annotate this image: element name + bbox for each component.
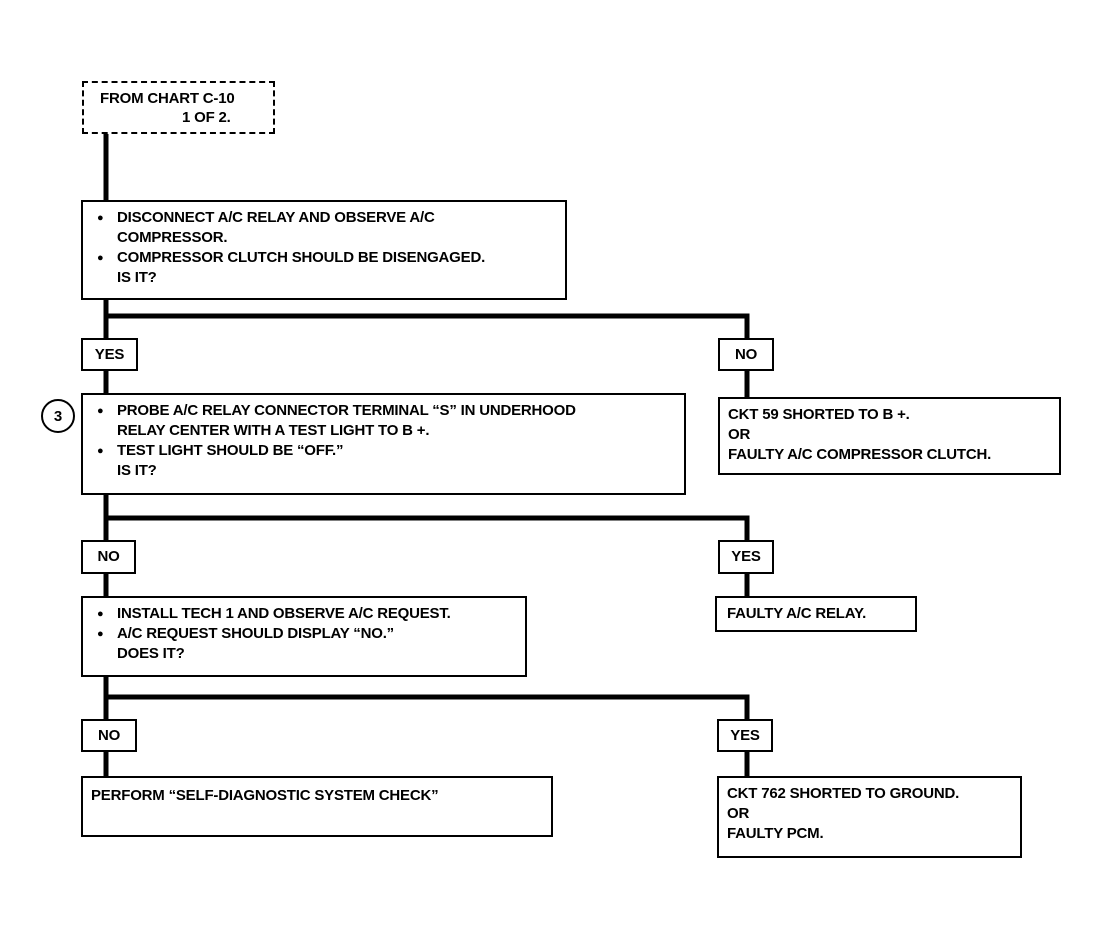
step1-yes-label: YES: [81, 338, 138, 371]
step2-bullet-2: TEST LIGHT SHOULD BE “OFF.”: [91, 441, 676, 461]
step1-bullet-1: DISCONNECT A/C RELAY AND OBSERVE A/C COM…: [91, 208, 557, 248]
step2-no-label: NO: [81, 540, 136, 574]
start-box: FROM CHART C-10 1 OF 2.: [82, 81, 275, 134]
step-marker-3: 3: [41, 399, 75, 433]
step1-bullet-2: COMPRESSOR CLUTCH SHOULD BE DISENGAGED.: [91, 248, 557, 268]
step1-question: IS IT?: [117, 269, 157, 286]
line-branch2: [103, 515, 750, 543]
step3-yes-result-box: CKT 762 SHORTED TO GROUND. OR FAULTY PCM…: [717, 776, 1022, 858]
line-branch3: [103, 694, 750, 722]
step1-no-label: NO: [718, 338, 774, 371]
step3-no-label: NO: [81, 719, 137, 752]
line-branch1: [103, 313, 750, 341]
step3-box: INSTALL TECH 1 AND OBSERVE A/C REQUEST. …: [81, 596, 527, 677]
step3-yes-label: YES: [717, 719, 773, 752]
step3-bullet-2: A/C REQUEST SHOULD DISPLAY “NO.”: [91, 624, 517, 644]
step2-bullet-1: PROBE A/C RELAY CONNECTOR TERMINAL “S” I…: [91, 401, 676, 441]
start-line-1: FROM CHART C-10: [100, 90, 235, 107]
step3-question: DOES IT?: [117, 645, 185, 662]
start-line-2: 1 OF 2.: [182, 109, 231, 126]
step1-box: DISCONNECT A/C RELAY AND OBSERVE A/C COM…: [81, 200, 567, 300]
step3-bullet-1: INSTALL TECH 1 AND OBSERVE A/C REQUEST.: [91, 604, 517, 624]
step2-box: PROBE A/C RELAY CONNECTOR TERMINAL “S” I…: [81, 393, 686, 495]
step2-question: IS IT?: [117, 462, 157, 479]
step3-no-result-box: PERFORM “SELF-DIAGNOSTIC SYSTEM CHECK”: [81, 776, 553, 837]
step1-no-result-box: CKT 59 SHORTED TO B +. OR FAULTY A/C COM…: [718, 397, 1061, 475]
step2-yes-label: YES: [718, 540, 774, 574]
step2-yes-result-box: FAULTY A/C RELAY.: [715, 596, 917, 632]
